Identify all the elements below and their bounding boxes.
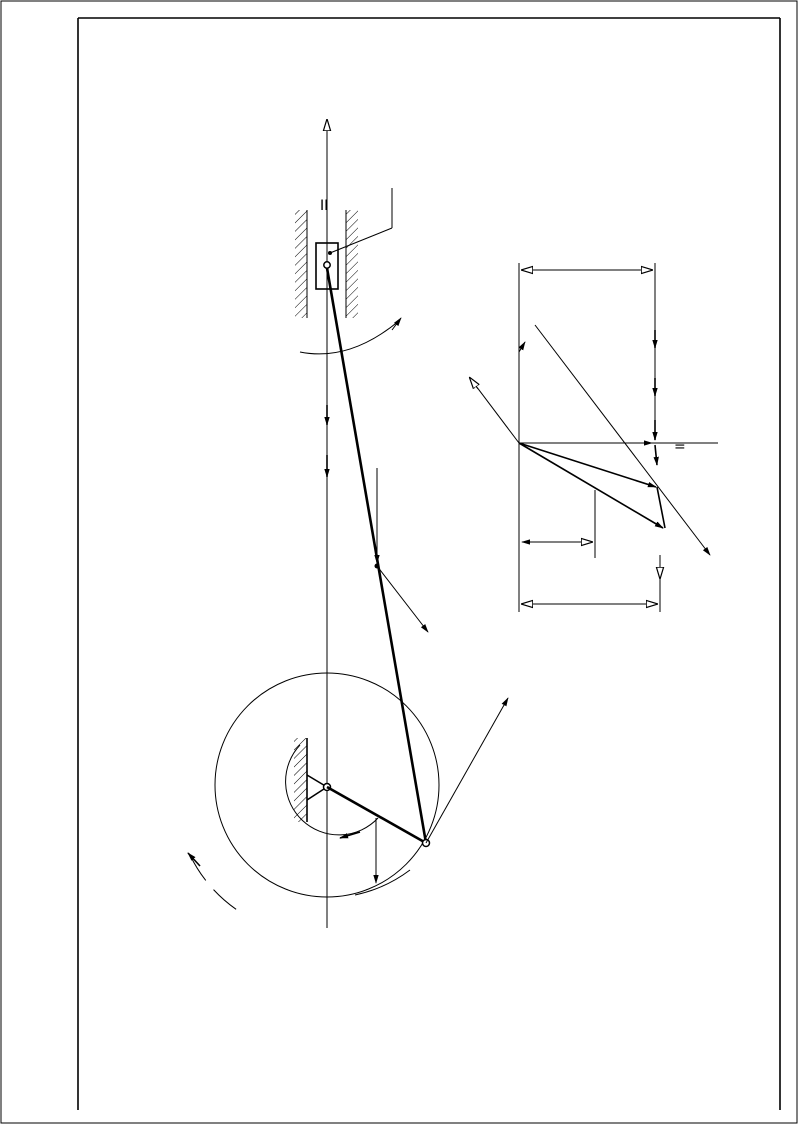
velocity-polygon: = [470,263,718,612]
crank-circles [187,672,440,916]
slider-mark-label: II [320,198,328,214]
crank-arm [326,785,431,848]
rod-midpoint-vectors [374,468,429,633]
slider-block [315,188,393,290]
slider-guide: II [295,198,358,318]
slider-rotation-arc [299,317,402,355]
velocity-mark-label: = [674,439,686,455]
ground-pivot [294,738,332,822]
crank-pin-vectors [373,697,509,884]
